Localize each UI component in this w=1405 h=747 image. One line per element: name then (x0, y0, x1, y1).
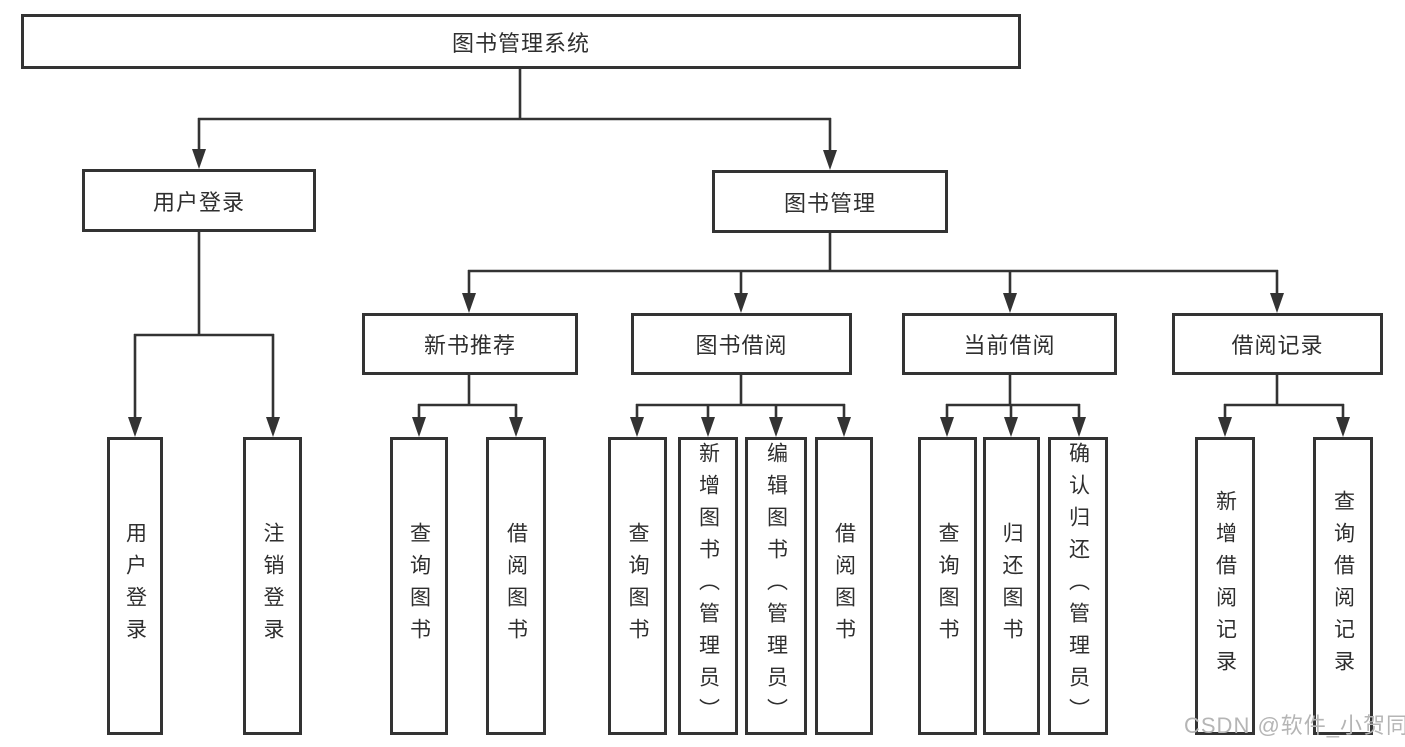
node-new-book-recommend-label: 新书推荐 (423, 333, 516, 358)
leaf-confirm-return-admin-label: 确认归还（管理员） (1066, 442, 1090, 730)
leaf-edit-book-admin-label: 编辑图书（管理员） (764, 442, 788, 730)
leaf-user-login-label: 用户登录 (123, 522, 147, 650)
leaf-add-book-admin-label: 新增图书（管理员） (696, 442, 720, 730)
node-current-borrow-label: 当前借阅 (963, 333, 1056, 358)
leaf-add-borrow-record: 新增借阅记录 (1195, 437, 1255, 735)
node-borrow-record-label: 借阅记录 (1231, 333, 1324, 358)
node-book-borrow: 图书借阅 (631, 313, 852, 375)
leaf-recommend-borrow-book: 借阅图书 (486, 437, 546, 735)
node-user-login-label: 用户登录 (152, 189, 245, 215)
node-borrow-record: 借阅记录 (1172, 313, 1383, 375)
leaf-user-login: 用户登录 (107, 437, 163, 735)
leaf-logout-label: 注销登录 (261, 522, 284, 650)
node-book-borrow-label: 图书借阅 (695, 333, 788, 358)
leaf-return-book-label: 归还图书 (1000, 522, 1023, 650)
node-user-login: 用户登录 (82, 169, 316, 232)
csdn-watermark: CSDN @软件_小贺同学 (1184, 713, 1405, 738)
node-library-system: 图书管理系统 (21, 14, 1021, 69)
arrowheads (128, 149, 1350, 437)
leaf-query-borrow-record: 查询借阅记录 (1313, 437, 1373, 735)
leaf-logout: 注销登录 (243, 437, 302, 735)
leaf-confirm-return-admin: 确认归还（管理员） (1048, 437, 1108, 735)
leaf-current-query-book: 查询图书 (918, 437, 977, 735)
node-current-borrow: 当前借阅 (902, 313, 1117, 375)
leaf-borrow-query-book: 查询图书 (608, 437, 667, 735)
leaf-recommend-query-book-label: 查询图书 (407, 522, 431, 650)
node-book-management-label: 图书管理 (783, 190, 876, 216)
node-new-book-recommend: 新书推荐 (362, 313, 578, 375)
leaf-borrow-book-label: 借阅图书 (832, 522, 856, 650)
leaf-add-book-admin: 新增图书（管理员） (678, 437, 738, 735)
leaf-recommend-query-book: 查询图书 (390, 437, 448, 735)
leaf-borrow-query-book-label: 查询图书 (626, 522, 649, 650)
leaf-edit-book-admin: 编辑图书（管理员） (745, 437, 807, 735)
leaf-current-query-book-label: 查询图书 (936, 522, 959, 650)
node-book-management: 图书管理 (712, 170, 948, 233)
leaf-add-borrow-record-label: 新增借阅记录 (1213, 490, 1237, 682)
leaf-recommend-borrow-book-label: 借阅图书 (504, 522, 528, 650)
leaf-query-borrow-record-label: 查询借阅记录 (1331, 490, 1355, 682)
leaf-return-book: 归还图书 (983, 437, 1040, 735)
node-library-system-label: 图书管理系统 (451, 30, 590, 56)
leaf-borrow-book: 借阅图书 (815, 437, 873, 735)
